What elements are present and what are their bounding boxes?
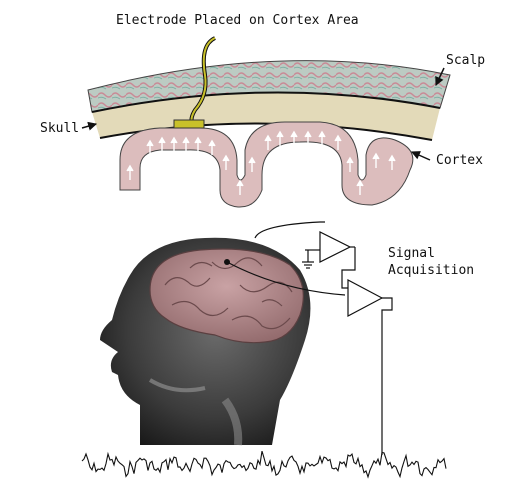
- amplifier-1: [319, 231, 352, 263]
- signal-acquisition-label-2: Acquisition: [388, 263, 474, 278]
- brain-folds: [164, 257, 293, 330]
- cortex-label: Cortex: [436, 153, 483, 168]
- cortex-layer: [119, 121, 414, 208]
- input-wire: [226, 261, 346, 296]
- brain: [149, 248, 304, 344]
- scalp-label: Scalp: [446, 53, 485, 68]
- skull-label: Skull: [40, 121, 79, 136]
- head-illustration: Signal Acquisition: [100, 221, 474, 455]
- electrode-pad: [173, 119, 205, 129]
- signal-acquisition-label-1: Signal: [388, 246, 435, 261]
- cortex-arrows: [126, 130, 396, 195]
- eeg-signal-trace: [81, 450, 447, 479]
- amplifier-2: [347, 279, 384, 317]
- electrode-label: Electrode Placed on Cortex Area: [116, 13, 359, 28]
- cross-section: Electrode Placed on Cortex Area Scalp Sk…: [40, 13, 485, 208]
- top-wire: [254, 221, 325, 239]
- output-wire: [381, 297, 393, 455]
